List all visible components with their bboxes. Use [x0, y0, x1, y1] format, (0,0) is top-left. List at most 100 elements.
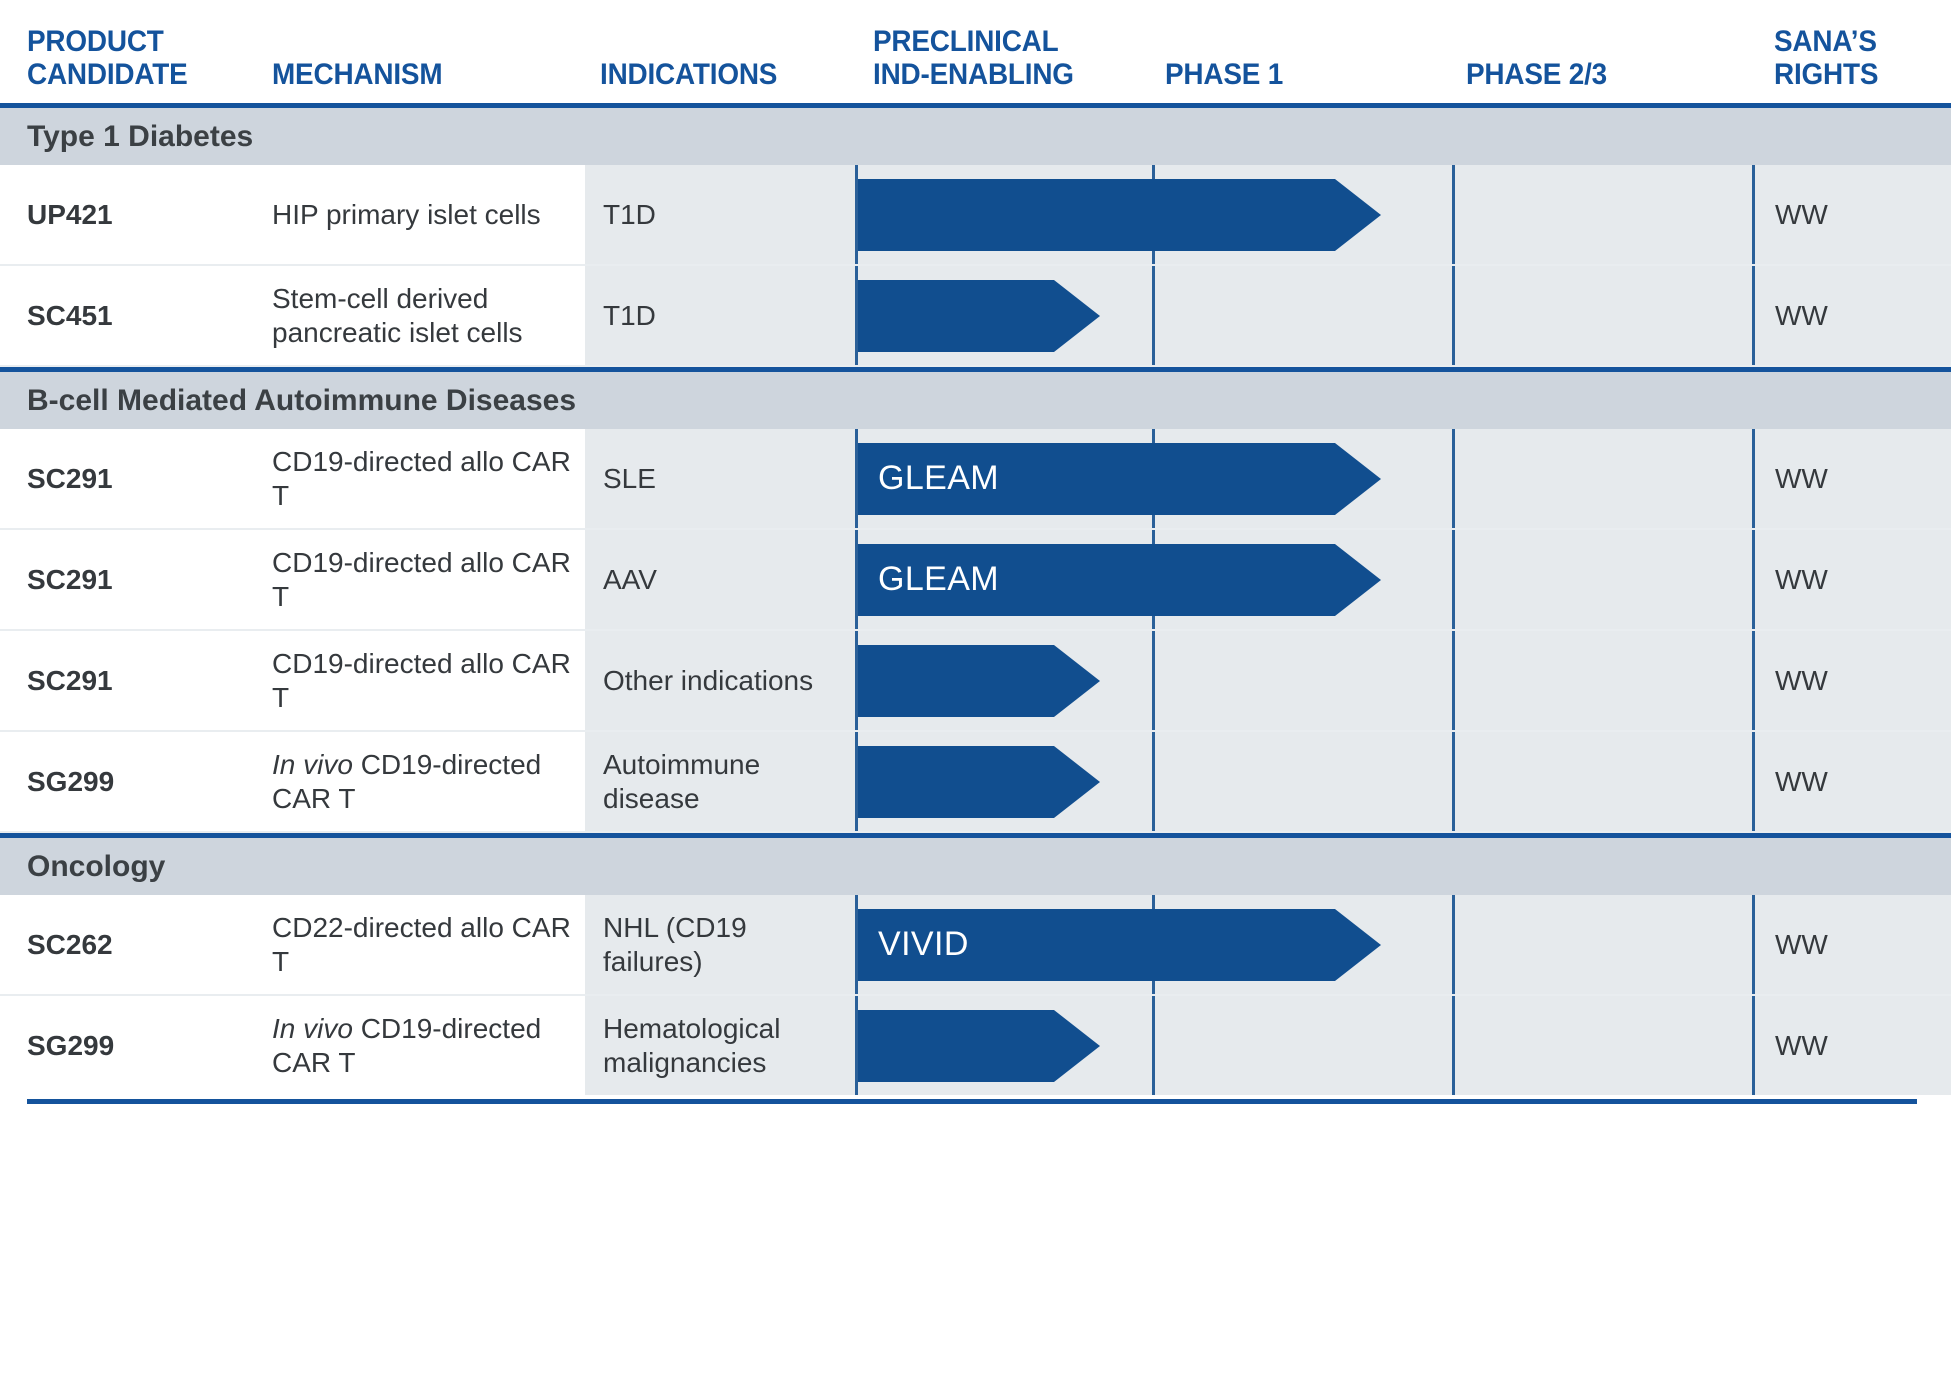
mechanism-text: CD19-directed allo CAR T [272, 546, 571, 612]
pipeline-bar [858, 745, 1100, 818]
cell-sanas-rights: WW [1755, 732, 1951, 831]
cell-indication: AAV [585, 530, 855, 629]
mechanism-text: Stem-cell derived pancreatic islet cells [272, 282, 523, 348]
cell-progress-chart [855, 266, 1755, 365]
stage-gridline-1 [1152, 732, 1155, 831]
stage-gridline-2 [1452, 429, 1455, 528]
pipeline-bar: GLEAM [858, 442, 1381, 515]
mechanism-text: CD19-directed CAR T [272, 748, 542, 814]
indication-text: Autoimmune disease [603, 748, 761, 814]
column-header-preclinical-ind-enabling: PRECLINICAL IND-ENABLING [873, 25, 1074, 91]
stage-gridline-0 [855, 266, 858, 365]
stage-gridline-0 [855, 996, 858, 1095]
cell-progress-chart [855, 996, 1755, 1095]
stage-gridline-3 [1752, 165, 1755, 264]
pipeline-bar-label: GLEAM [878, 560, 1000, 598]
cell-product-candidate: SC451 [27, 299, 113, 331]
mechanism-inner: In vivo CD19-directed CAR T [272, 748, 575, 816]
cell-product-candidate: SG299 [27, 765, 115, 797]
mechanism-text: CD19-directed CAR T [272, 1012, 542, 1078]
cell-mechanism: CD19-directed allo CAR T [272, 429, 585, 528]
stage-gridline-1 [1152, 996, 1155, 1095]
cell-sanas-rights: WW [1755, 996, 1951, 1095]
cell-product-candidate: UP421 [27, 198, 113, 230]
cell-indication: Hematological malignancies [585, 996, 855, 1095]
cell-sanas-rights: WW [1755, 530, 1951, 629]
stage-gridline-1 [1152, 631, 1155, 730]
column-header-sanas-rights: SANA’S RIGHTS [1774, 25, 1879, 91]
pipeline-bar-arrow-shape [858, 543, 1381, 616]
section-header-b-cell-mediated-autoimmune-diseases: B-cell Mediated Autoimmune Diseases [0, 367, 1951, 429]
section-header-type-1-diabetes: Type 1 Diabetes [0, 103, 1951, 165]
mechanism-italic-prefix: In vivo [272, 748, 361, 780]
table-row: SC291 CD19-directed allo CAR T AAV GLEAM WW [0, 530, 1951, 631]
stage-gridline-2 [1452, 530, 1455, 629]
indication-text: AAV [603, 563, 657, 595]
cell-sanas-rights: WW [1755, 266, 1951, 365]
column-header-product-candidate: PRODUCT CANDIDATE [27, 25, 188, 91]
cell-mechanism: In vivo CD19-directed CAR T [272, 732, 585, 831]
rights-text: WW [1775, 198, 1828, 230]
cell-mechanism: CD22-directed allo CAR T [272, 895, 585, 994]
mechanism-text: CD22-directed allo CAR T [272, 911, 571, 977]
mechanism-text: CD19-directed allo CAR T [272, 647, 571, 713]
stage-gridline-3 [1752, 266, 1755, 365]
table-bottom-rule [27, 1099, 1917, 1104]
indication-text: T1D [603, 198, 656, 230]
pipeline-bar-arrow-shape [858, 745, 1100, 818]
cell-mechanism: Stem-cell derived pancreatic islet cells [272, 266, 585, 365]
stage-gridline-2 [1452, 165, 1455, 264]
cell-indication: NHL (CD19 failures) [585, 895, 855, 994]
pipeline-bar [858, 279, 1100, 352]
cell-progress-chart [855, 732, 1755, 831]
stage-gridline-2 [1452, 732, 1455, 831]
rights-text: WW [1775, 664, 1828, 696]
mechanism-text: HIP primary islet cells [272, 198, 541, 230]
stage-gridline-2 [1452, 266, 1455, 365]
indication-text: NHL (CD19 failures) [603, 911, 747, 977]
cell-indication: Autoimmune disease [585, 732, 855, 831]
pipeline-bar [858, 1009, 1100, 1082]
section-title: B-cell Mediated Autoimmune Diseases [27, 383, 577, 417]
pipeline-bar [858, 644, 1100, 717]
stage-gridline-0 [855, 732, 858, 831]
cell-progress-chart: VIVID [855, 895, 1755, 994]
indication-text: Hematological malignancies [603, 1012, 781, 1078]
cell-progress-chart [855, 631, 1755, 730]
mechanism-inner: In vivo CD19-directed CAR T [272, 1012, 575, 1080]
pipeline-bar-arrow-shape [858, 442, 1381, 515]
pipeline-bar-arrow-shape [858, 1009, 1100, 1082]
column-header-phase-2-3: PHASE 2/3 [1466, 58, 1607, 91]
cell-progress-chart [855, 165, 1755, 264]
pipeline-bar-label: VIVID [878, 925, 969, 963]
cell-mechanism: CD19-directed allo CAR T [272, 631, 585, 730]
cell-indication: T1D [585, 266, 855, 365]
column-header-indications: INDICATIONS [600, 58, 778, 91]
rights-text: WW [1775, 299, 1828, 331]
stage-gridline-1 [1152, 266, 1155, 365]
indication-text: SLE [603, 462, 656, 494]
stage-gridline-3 [1752, 429, 1755, 528]
cell-indication: Other indications [585, 631, 855, 730]
cell-indication: T1D [585, 165, 855, 264]
rights-text: WW [1775, 462, 1828, 494]
stage-gridline-2 [1452, 895, 1455, 994]
stage-gridline-3 [1752, 895, 1755, 994]
cell-indication: SLE [585, 429, 855, 528]
mechanism-text: CD19-directed allo CAR T [272, 445, 571, 511]
cell-mechanism: In vivo CD19-directed CAR T [272, 996, 585, 1095]
stage-gridline-3 [1752, 732, 1755, 831]
pipeline-header: PRODUCT CANDIDATE MECHANISM INDICATIONS … [0, 0, 1951, 103]
cell-product-candidate: SC291 [27, 563, 113, 595]
indication-text: T1D [603, 299, 656, 331]
rights-text: WW [1775, 765, 1828, 797]
cell-sanas-rights: WW [1755, 429, 1951, 528]
stage-gridline-0 [855, 895, 858, 994]
pipeline-bar-label: GLEAM [878, 459, 1000, 497]
pipeline-bar [858, 178, 1381, 251]
stage-gridline-0 [855, 631, 858, 730]
